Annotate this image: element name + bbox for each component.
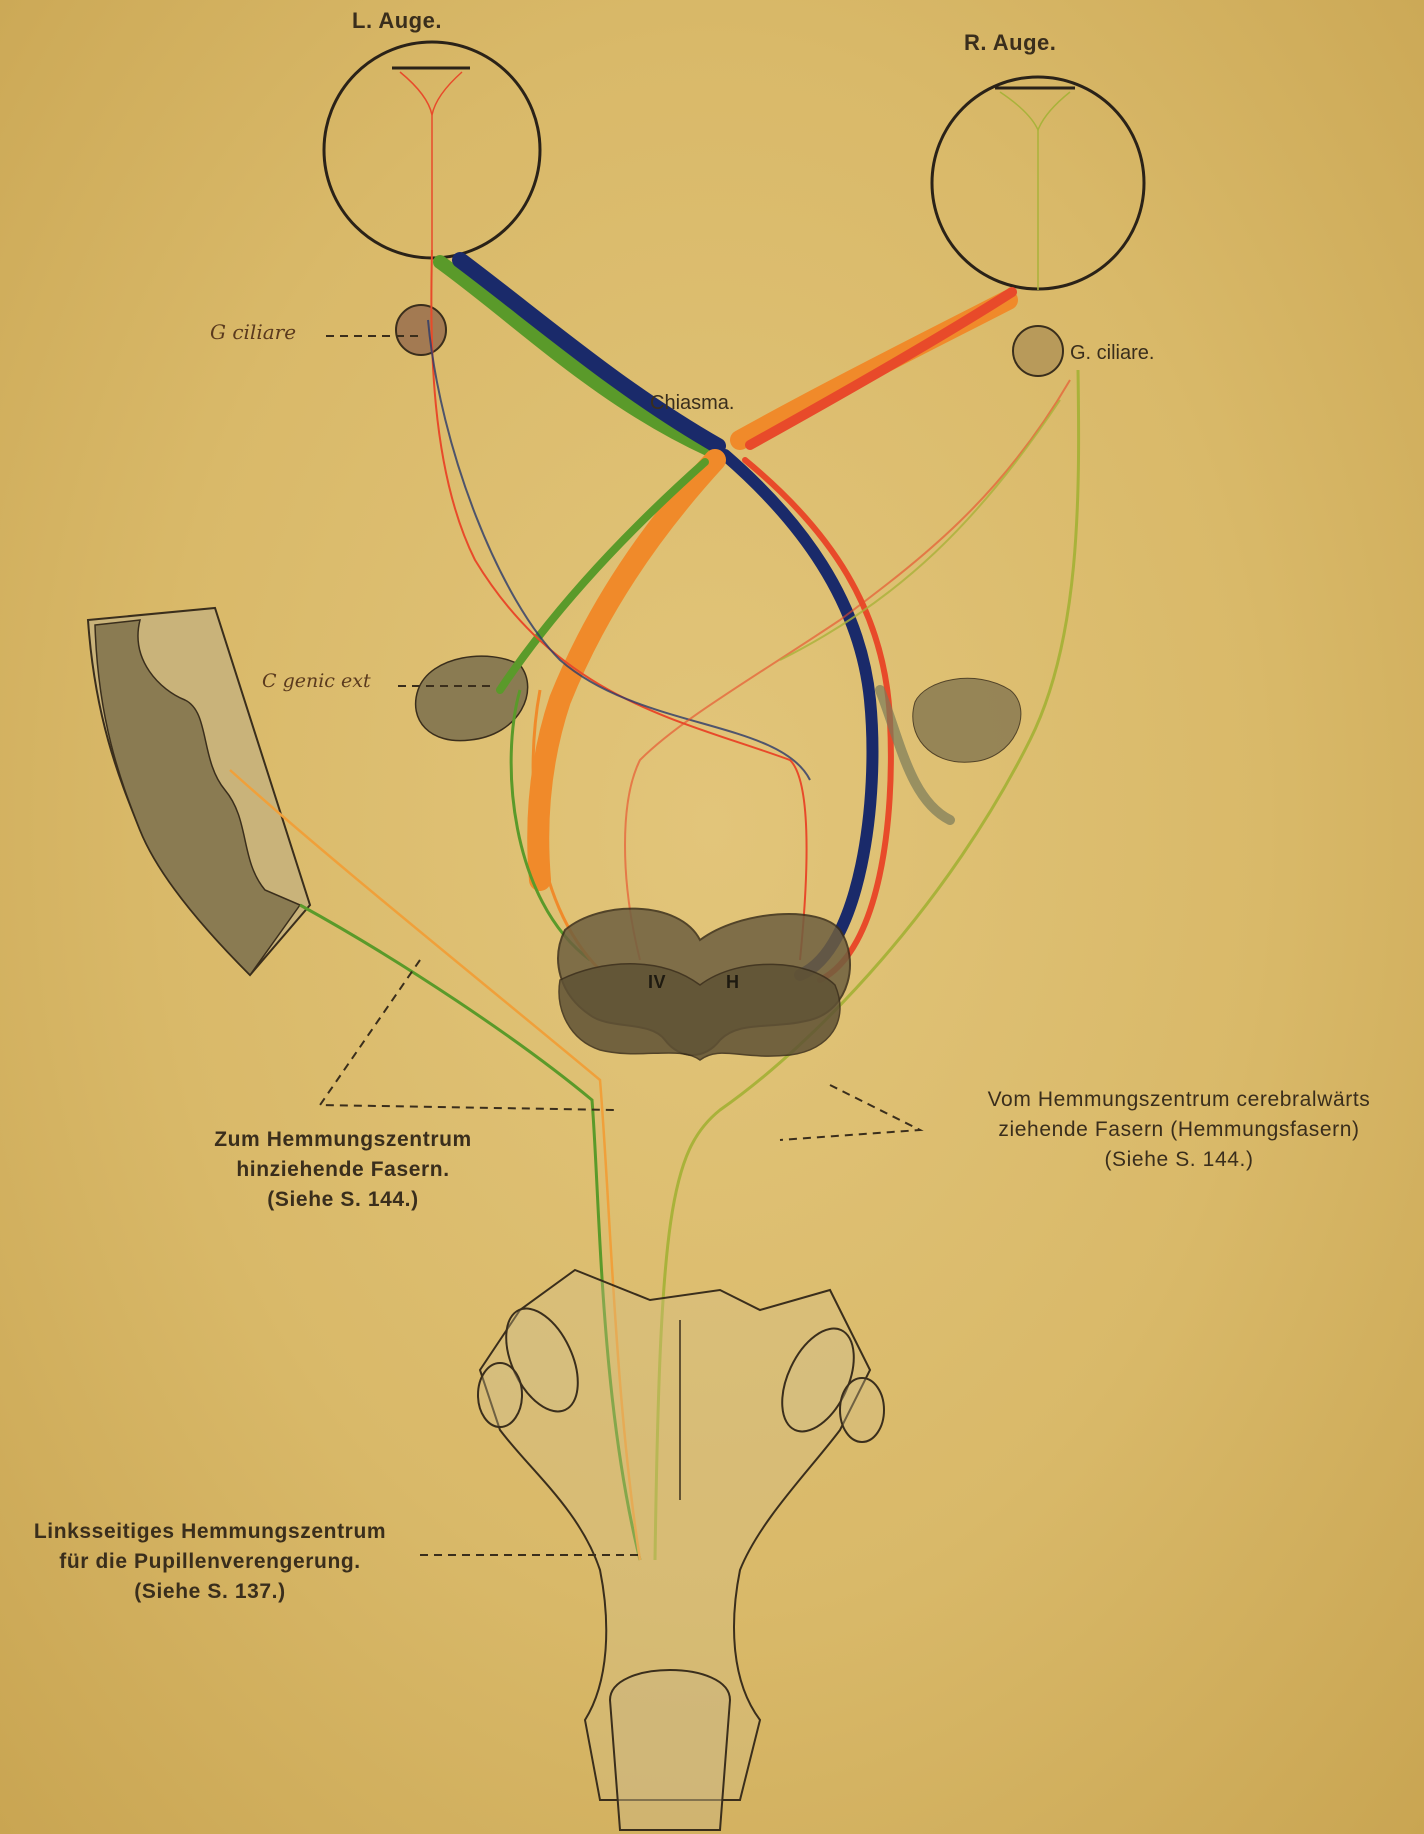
afferent-line2: hinziehende Fasern. — [178, 1155, 508, 1185]
brainstem — [478, 1270, 884, 1830]
nucleus-iv-label: IV — [648, 972, 666, 993]
right-ciliary-ganglion — [1013, 326, 1063, 376]
center-line1: Linksseitiges Hemmungszentrum — [5, 1517, 415, 1547]
efferent-fibers-annotation: Vom Hemmungszentrum cerebralwärts ziehen… — [944, 1085, 1414, 1175]
left-ciliary-ganglion-label: G ciliare — [210, 320, 296, 344]
midbrain-nuclei — [558, 909, 850, 1060]
nucleus-h-label: H — [726, 972, 740, 993]
efferent-line1: Vom Hemmungszentrum cerebralwärts — [944, 1085, 1414, 1115]
efferent-line2: ziehende Fasern (Hemmungsfasern) — [944, 1115, 1414, 1145]
geniculate-label: C genic ext — [262, 670, 371, 692]
inhibition-center-annotation: Linksseitiges Hemmungszentrum für die Pu… — [5, 1517, 415, 1607]
center-line2: für die Pupillenverengerung. — [5, 1547, 415, 1577]
left-eye — [324, 42, 540, 258]
optic-tracts — [440, 260, 1012, 980]
right-eye-label: R. Auge. — [964, 30, 1056, 56]
left-eye-label: L. Auge. — [352, 8, 442, 34]
chiasma-label: Chiasma. — [650, 392, 734, 415]
center-ref: (Siehe S. 137.) — [5, 1577, 415, 1607]
left-ciliary-ganglion — [396, 305, 446, 355]
afferent-ref: (Siehe S. 144.) — [178, 1185, 508, 1215]
right-eye — [932, 77, 1144, 290]
afferent-fibers-annotation: Zum Hemmungszentrum hinziehende Fasern. … — [178, 1125, 508, 1215]
right-ciliary-ganglion-label: G. ciliare. — [1070, 342, 1154, 365]
right-geniculate-body — [913, 678, 1021, 762]
cortex-section — [88, 608, 310, 975]
afferent-line1: Zum Hemmungszentrum — [178, 1125, 508, 1155]
efferent-ref: (Siehe S. 144.) — [944, 1145, 1414, 1175]
